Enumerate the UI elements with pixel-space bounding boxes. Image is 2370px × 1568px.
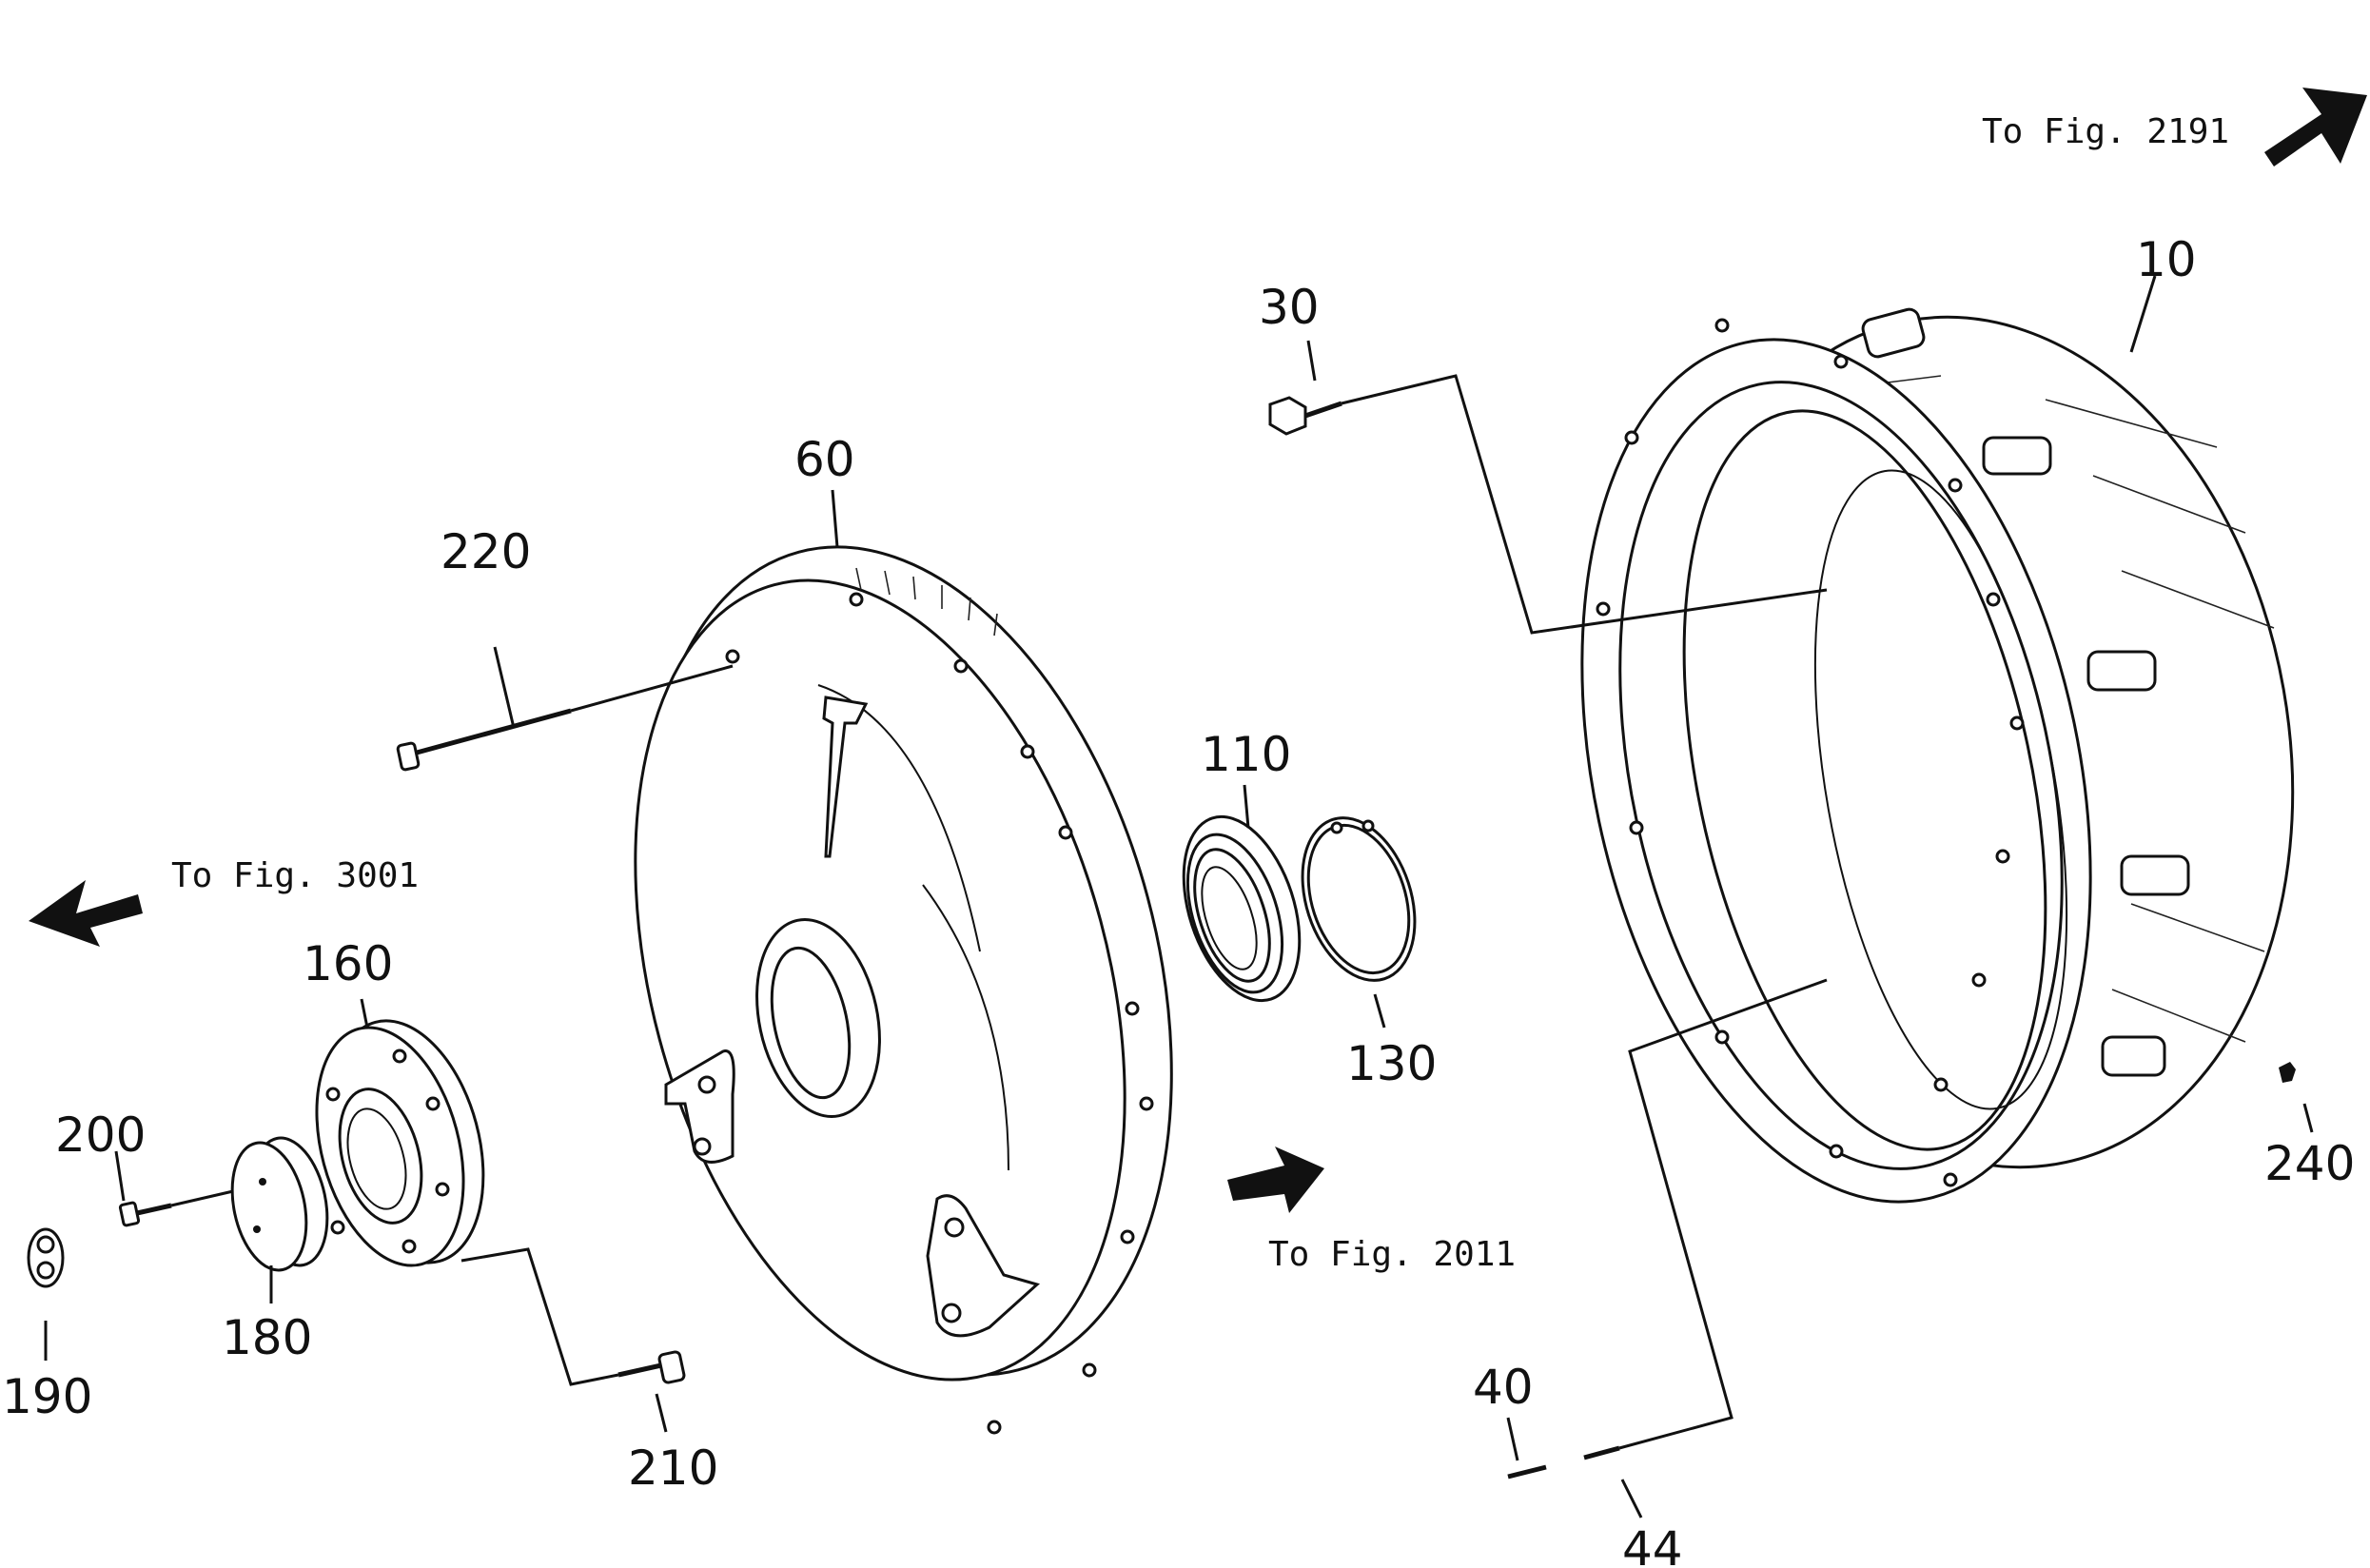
part-30-bolt: 30 (1259, 280, 1828, 635)
part-60-flywheel-housing: 60 (634, 432, 1173, 1435)
arrow-to-fig-2011: To Fig. 2011 (1227, 1147, 1516, 1274)
callout-200: 200 (55, 1107, 146, 1163)
part-40-44-studs: 40 44 (1473, 978, 1828, 1568)
callout-40: 40 (1473, 1360, 1534, 1415)
part-180-cap: 180 (222, 1136, 329, 1365)
part-110-bearing: 110 (1182, 727, 1302, 1003)
hub-bolt-holes (325, 1049, 450, 1254)
callout-190: 190 (2, 1369, 92, 1424)
arrow-to-fig-3001: To Fig. 3001 (29, 856, 419, 947)
part-210-bolt: 210 (460, 1247, 718, 1496)
callout-30: 30 (1259, 280, 1320, 335)
part-200-small-bolt: 200 (55, 1107, 234, 1227)
housing-bolt-holes (1596, 318, 2025, 1187)
part-130-snap-ring: 130 (1301, 816, 1437, 1091)
part-10-housing: 10 (1580, 232, 2295, 1204)
callout-180: 180 (222, 1310, 312, 1365)
callout-130: 130 (1346, 1036, 1437, 1091)
fig-2011-label: To Fig. 2011 (1268, 1235, 1516, 1274)
plate-bolt-holes (725, 592, 1154, 1435)
plate-rim-hatching (855, 567, 998, 637)
callout-110: 110 (1201, 727, 1291, 782)
callout-10: 10 (2136, 232, 2197, 287)
callout-220: 220 (441, 524, 531, 579)
callout-240: 240 (2264, 1136, 2355, 1191)
fig-3001-label: To Fig. 3001 (171, 856, 419, 895)
part-160-hub-flange: 160 (303, 936, 485, 1267)
callout-210: 210 (628, 1441, 718, 1496)
part-240: 240 (2264, 1062, 2355, 1191)
part-220-long-bolt: 220 (396, 524, 734, 772)
arrow-to-fig-2191: To Fig. 2191 (1982, 88, 2367, 167)
callout-44: 44 (1622, 1521, 1683, 1568)
part-190-lock-plate: 190 (2, 1227, 92, 1424)
fig-2191-label: To Fig. 2191 (1982, 112, 2229, 151)
callout-60: 60 (794, 432, 855, 487)
housing-lugs (1861, 307, 2190, 1077)
callout-160: 160 (303, 936, 393, 991)
